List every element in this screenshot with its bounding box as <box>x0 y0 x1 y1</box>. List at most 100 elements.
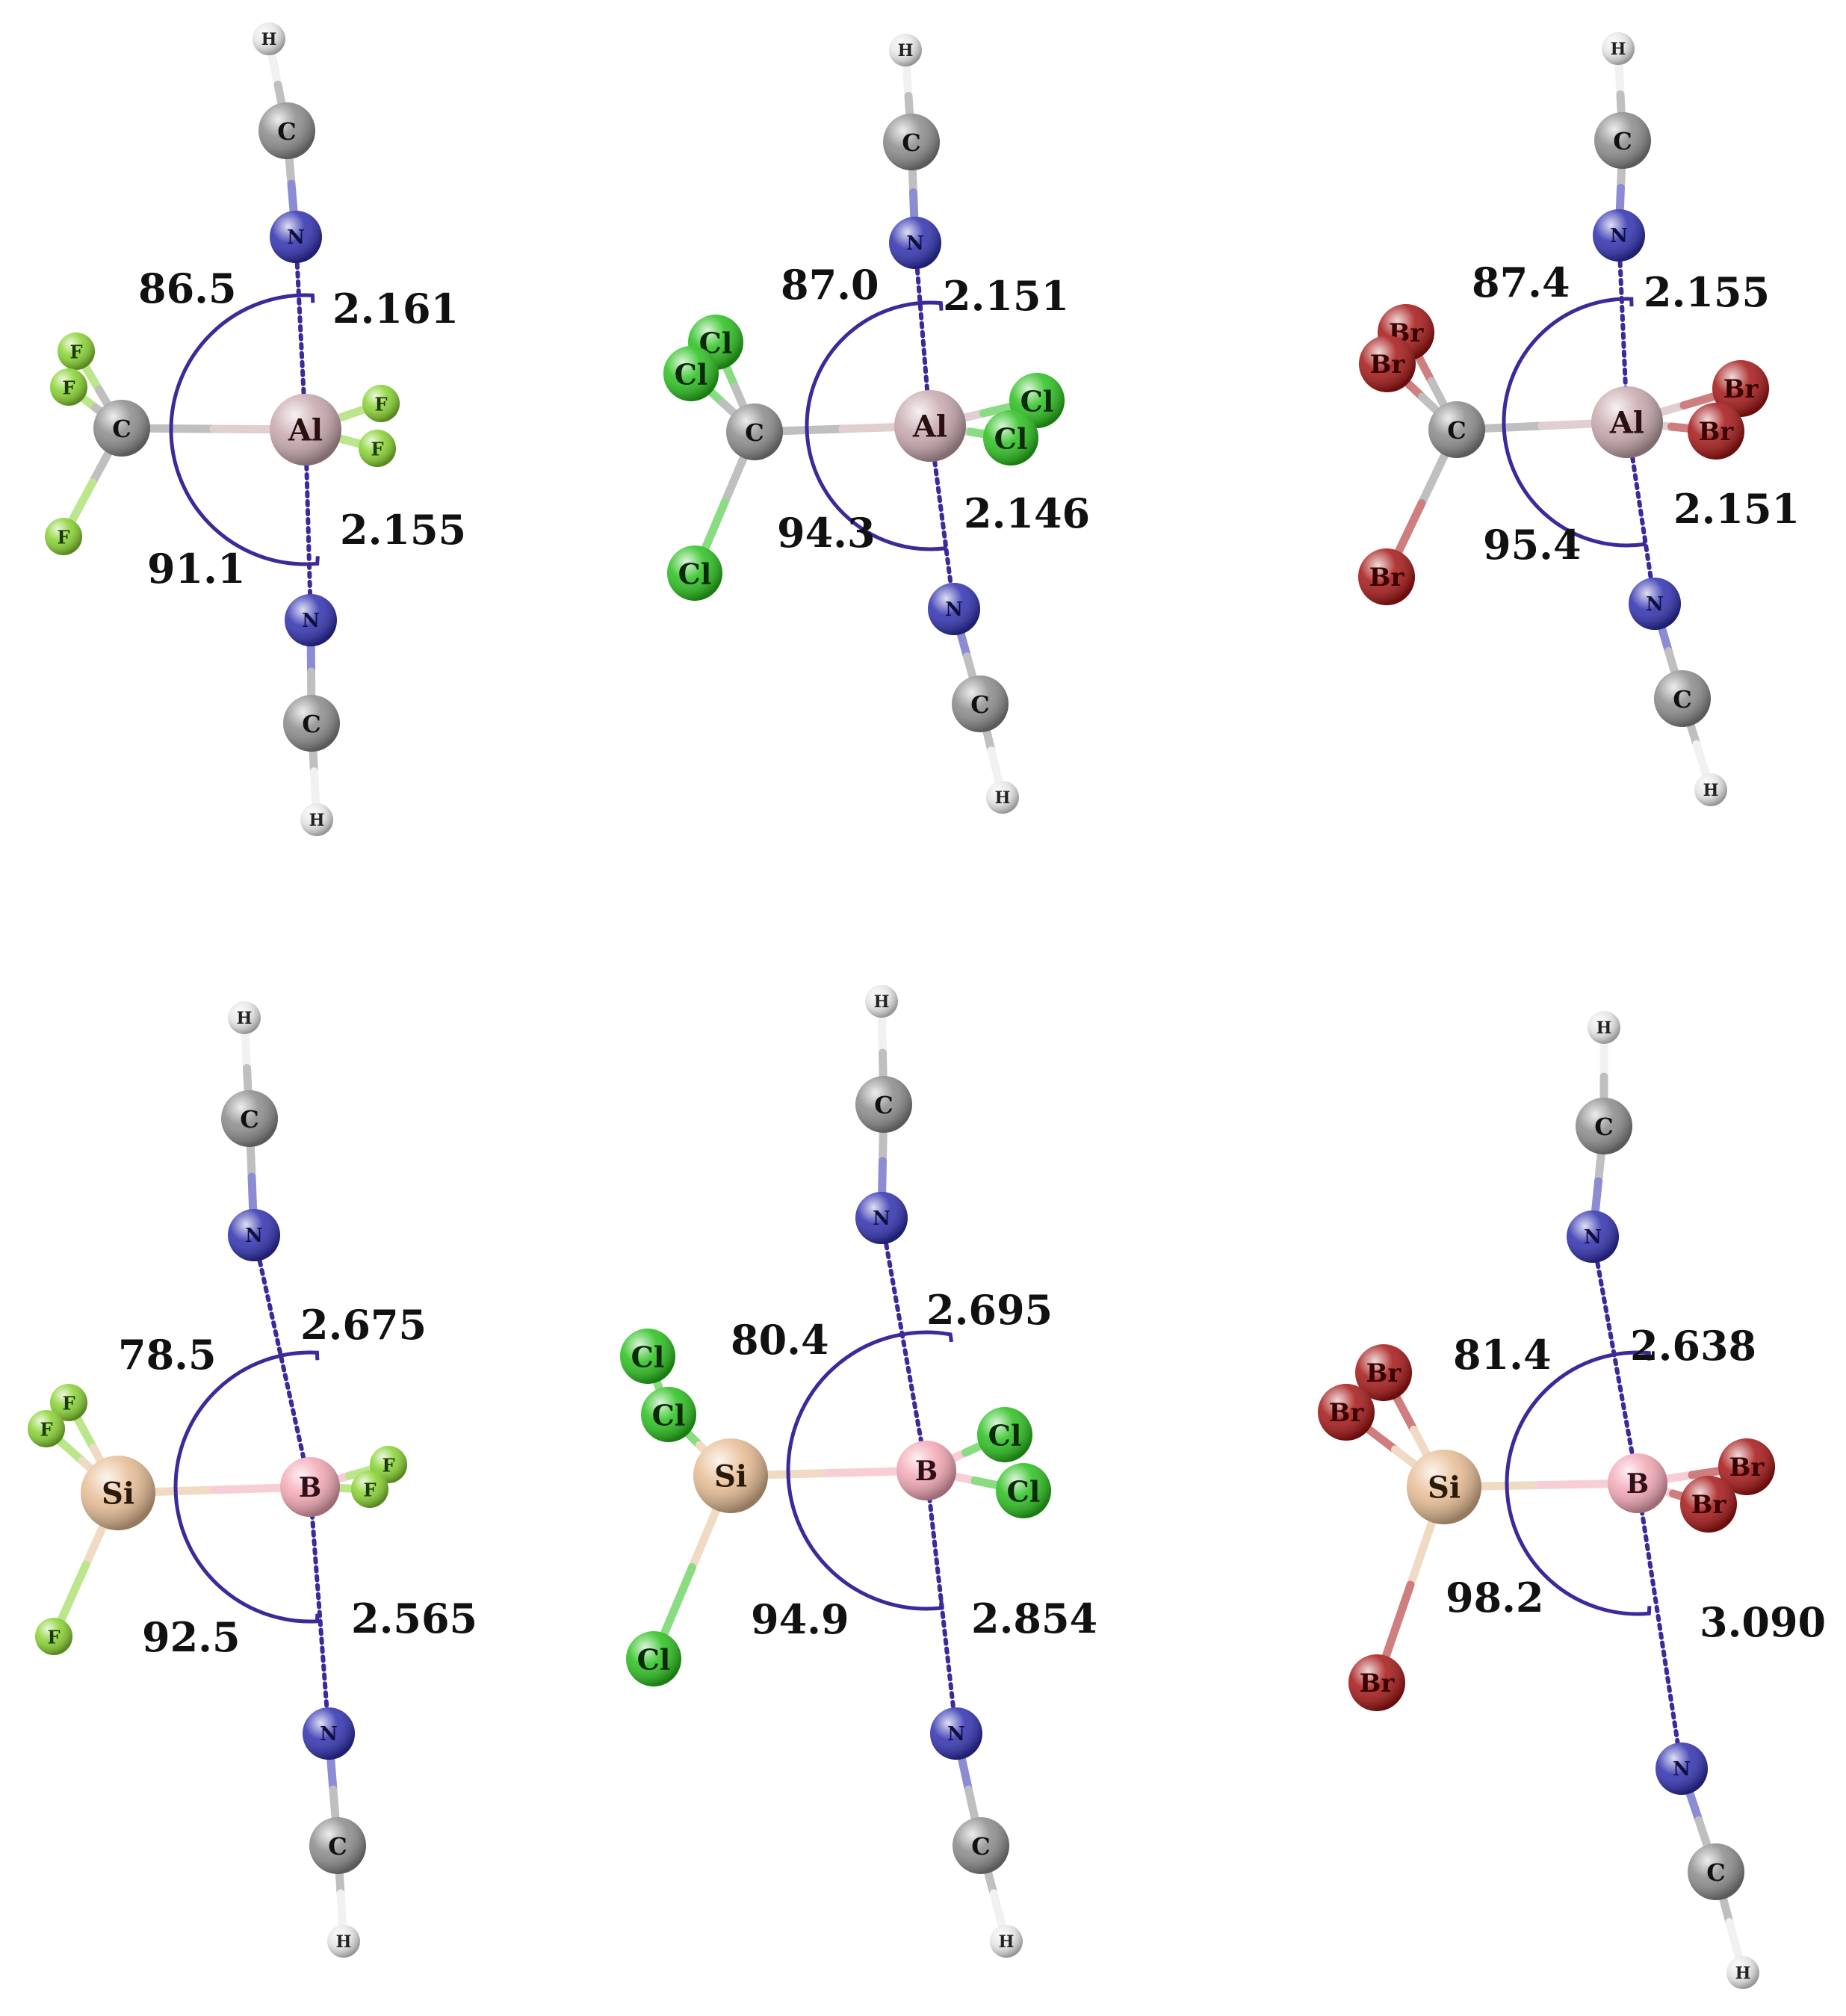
atom-c: C <box>258 102 315 159</box>
atom-label: C <box>240 1105 258 1134</box>
atom-c: C <box>283 695 340 752</box>
atom-label: F <box>62 377 75 399</box>
atom-label: C <box>970 690 989 719</box>
atom-highlight <box>983 410 1038 466</box>
atom-highlight <box>726 403 783 460</box>
atom-cl: Cl <box>996 1463 1051 1518</box>
atom-label: H <box>1703 781 1719 800</box>
atom-h: H <box>1726 1956 1759 1989</box>
atom-highlight <box>93 400 150 457</box>
atom-label: Br <box>1723 374 1759 404</box>
contact-layer <box>252 1233 331 1736</box>
atom-label: H <box>1596 1018 1612 1038</box>
atom-highlight <box>228 1001 261 1034</box>
atom-br: Br <box>1318 1384 1375 1441</box>
atom-al: Al <box>894 390 966 462</box>
atom-label: N <box>302 610 320 632</box>
atom-highlight <box>1655 1743 1708 1795</box>
atom-label: Cl <box>675 358 708 392</box>
atom-c: C <box>1654 670 1711 727</box>
atom-c: C <box>1428 401 1485 458</box>
distance-label-bottom: 2.146 <box>964 489 1090 537</box>
atom-label: C <box>1594 1113 1613 1141</box>
atom-n: N <box>1593 209 1645 262</box>
atom-br: Br <box>1348 1654 1405 1711</box>
atom-highlight <box>855 1192 908 1244</box>
atom-cl: Cl <box>667 545 722 601</box>
atom-label: C <box>1706 1858 1725 1887</box>
atom-f: F <box>351 1471 388 1508</box>
atom-highlight <box>221 1090 278 1147</box>
atom-label: F <box>69 341 82 363</box>
atom-label: C <box>1613 127 1632 155</box>
atom-highlight <box>270 211 322 263</box>
distance-label-top: 2.695 <box>926 1286 1053 1334</box>
atom-h: H <box>986 781 1019 814</box>
atom-al: Al <box>1591 386 1663 458</box>
atom-n: N <box>1629 578 1681 630</box>
atom-label: F <box>374 394 387 415</box>
atom-highlight <box>327 1925 360 1958</box>
atom-highlight <box>258 102 315 159</box>
atom-highlight <box>889 34 922 67</box>
atom-highlight <box>285 594 337 646</box>
atom-label: F <box>363 1479 376 1501</box>
atom-label: Br <box>1370 350 1406 380</box>
atom-h: H <box>228 1001 261 1034</box>
atom-label: C <box>302 710 320 738</box>
bond-angle-arc <box>786 1330 953 1611</box>
atom-label: F <box>382 1455 394 1477</box>
atom-label: F <box>40 1419 52 1441</box>
atom-label: F <box>371 439 383 460</box>
atom-label: Cl <box>678 557 712 591</box>
atom-highlight <box>889 217 941 269</box>
atom-n: N <box>228 1209 280 1261</box>
atom-highlight <box>667 545 722 601</box>
atom-highlight <box>81 1456 155 1530</box>
atom-highlight <box>883 114 940 170</box>
atom-highlight <box>1318 1384 1375 1441</box>
atom-label: N <box>1673 1758 1691 1781</box>
atom-label: N <box>945 599 963 621</box>
atom-n: N <box>285 594 337 646</box>
atom-label: Cl <box>652 1399 686 1432</box>
atom-highlight <box>300 803 333 836</box>
atom-label: Cl <box>1007 1475 1041 1509</box>
atom-br: Br <box>1359 336 1416 392</box>
atom-label: Br <box>1369 563 1405 593</box>
angle-label-top: 78.5 <box>118 1331 217 1379</box>
atom-highlight <box>50 1384 87 1421</box>
atom-label: F <box>47 1627 60 1648</box>
atom-highlight <box>28 1410 65 1447</box>
atom-c: C <box>1594 112 1651 169</box>
atom-label: C <box>902 129 920 157</box>
atom-highlight <box>896 1441 956 1500</box>
atom-label: C <box>1447 416 1466 445</box>
atom-label: Si <box>102 1477 134 1512</box>
atom-highlight <box>58 333 95 370</box>
atom-label: H <box>874 992 890 1012</box>
atom-highlight <box>693 1438 768 1513</box>
atom-highlight <box>45 518 82 555</box>
atom-highlight <box>641 1387 696 1442</box>
atom-highlight <box>1594 112 1651 169</box>
atom-highlight <box>1694 773 1727 806</box>
atom-label: Cl <box>988 1419 1022 1453</box>
atom-n: N <box>1655 1743 1708 1795</box>
atom-label: Cl <box>1020 385 1054 418</box>
dotted-contact-line <box>1635 1481 1684 1771</box>
dotted-contact-line <box>252 1233 312 1489</box>
atom-highlight <box>309 1817 366 1874</box>
atom-cl: Cl <box>641 1387 696 1442</box>
contact-layer <box>1591 1234 1684 1771</box>
bond-angle-arc <box>1502 297 1647 548</box>
atom-label: H <box>995 788 1011 808</box>
atom-label: Al <box>288 413 323 448</box>
